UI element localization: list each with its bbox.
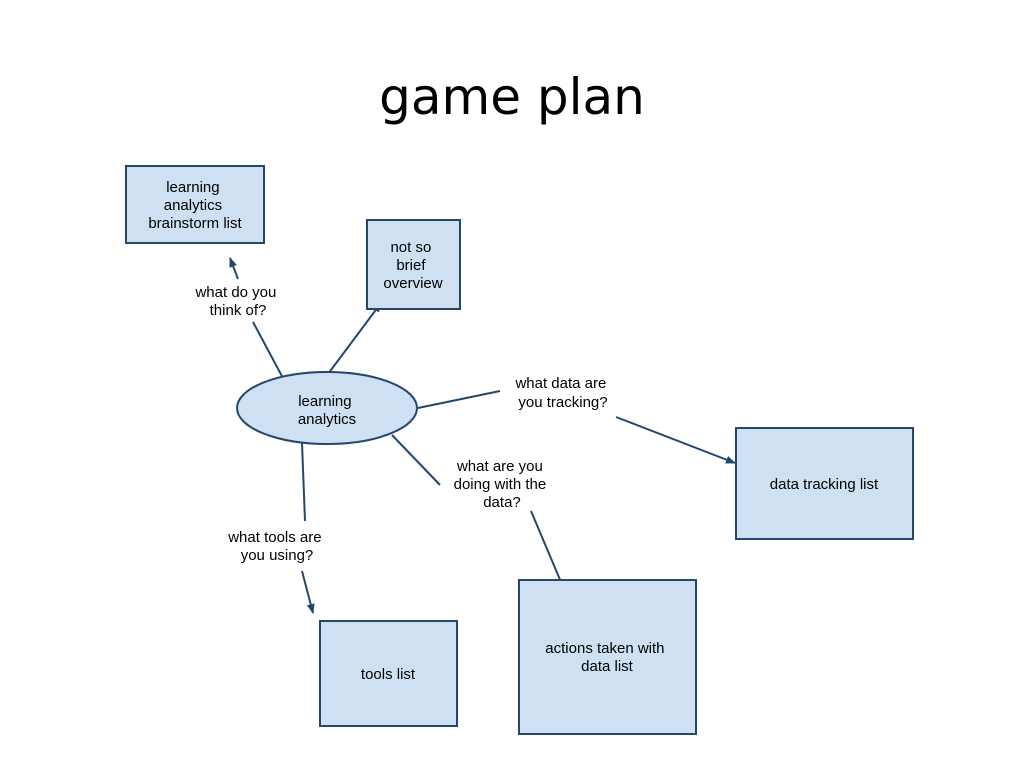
svg-text:what do you think of?: what do you think of?	[194, 284, 280, 319]
node-brainstorm-box	[125, 165, 265, 244]
arrow-to-overview	[327, 302, 382, 375]
edge-label-tools-line-1: what tools are	[227, 529, 321, 546]
svg-text:what tools are you using: what tools are you using?	[227, 529, 326, 564]
edge-label-tracking-line-2: you tracking?	[518, 394, 607, 411]
node-overview-box	[366, 219, 461, 310]
node-overview-line-1: not so	[390, 239, 431, 256]
node-center-line-1: learning	[298, 393, 351, 410]
svg-text:what data are you tracki: what data are you tracking?	[514, 375, 610, 411]
edge-label-tracking-line-1: what data are	[514, 375, 606, 392]
edge-label-think-of: what do you think of?	[194, 284, 280, 319]
node-actions: actions taken with data list	[518, 579, 697, 735]
svg-text:learning analytics: learning analytics brainstorm list	[148, 179, 242, 232]
arrow-to-tools	[301, 570, 315, 614]
node-brainstorm: learning analytics brainstorm list	[125, 165, 265, 244]
node-brainstorm-line-1: learning	[166, 179, 219, 196]
node-center-ellipse	[236, 371, 418, 445]
edge-label-doing: what are you doing with the data?	[454, 458, 551, 511]
edge-center-to-tracking-label	[417, 390, 501, 409]
edge-label-think-of-line-2: think of?	[210, 302, 267, 319]
edge-label-doing-line-2: doing with the	[454, 476, 547, 493]
node-overview-line-3: overview	[383, 275, 442, 292]
edge-center-to-tools-label	[301, 442, 306, 522]
node-data-tracking-line-1: data tracking list	[770, 476, 879, 493]
svg-text:not so brief overv: not so brief overview	[383, 239, 442, 292]
node-overview: not so brief overview	[366, 219, 461, 310]
node-center-line-2: analytics	[298, 411, 356, 428]
node-data-tracking-box	[735, 427, 914, 540]
arrow-to-brainstorm	[229, 257, 239, 280]
edge-label-tools-line-2: you using?	[241, 547, 314, 564]
edge-label-doing-line-3: data?	[483, 494, 521, 511]
node-center: learning analytics	[236, 371, 418, 445]
edge-label-think-of-line-1: what do you	[194, 284, 276, 301]
svg-text:actions taken with data: actions taken with data list	[545, 640, 668, 675]
edge-label-tools: what tools are you using?	[227, 529, 326, 564]
svg-text:data tracking list: data tracking list	[770, 476, 879, 493]
node-overview-line-2: brief	[396, 257, 426, 274]
edge-center-to-think-label	[252, 321, 285, 381]
slide-title: game plan	[379, 68, 645, 126]
node-actions-line-1: actions taken with	[545, 640, 664, 657]
edge-label-tracking: what data are you tracking?	[514, 375, 610, 411]
node-brainstorm-line-2: analytics	[164, 197, 222, 214]
node-brainstorm-line-3: brainstorm list	[148, 215, 242, 232]
svg-text:what are you doing with: what are you doing with the data?	[454, 458, 551, 511]
svg-text:learning analytics: learning analytics	[298, 393, 356, 428]
node-tools: tools list	[319, 620, 458, 727]
node-actions-line-2: data list	[581, 658, 634, 675]
svg-text:tools list: tools list	[361, 666, 416, 683]
node-data-tracking: data tracking list	[735, 427, 914, 540]
node-tools-box	[319, 620, 458, 727]
edge-label-doing-line-1: what are you	[456, 458, 543, 475]
arrow-to-data-tracking	[615, 416, 736, 464]
edge-center-to-doing-label	[391, 434, 441, 486]
node-actions-box	[518, 579, 697, 735]
node-tools-line-1: tools list	[361, 666, 416, 683]
